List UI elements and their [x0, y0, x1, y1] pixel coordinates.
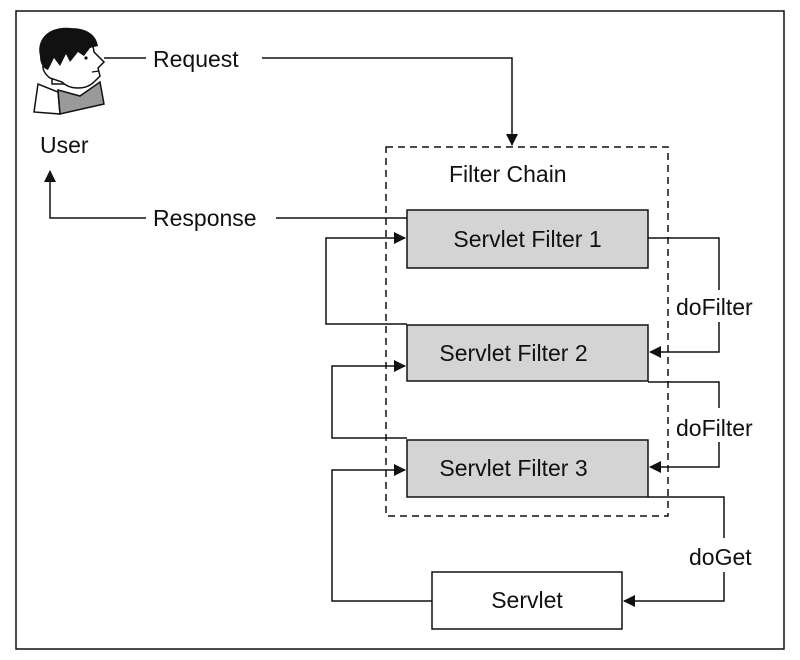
- servlet-filter-1-box: [406, 209, 649, 269]
- doget-arrow: [623, 572, 725, 607]
- dofilter-2-arrow-upper: [648, 381, 720, 408]
- request-arrow: [262, 57, 518, 146]
- dofilter-2-label: doFilter: [676, 415, 753, 441]
- request-label: Request: [153, 46, 239, 72]
- user-label: User: [40, 132, 89, 158]
- servlet-label: Servlet: [491, 587, 563, 613]
- dofilter-2-arrow: [649, 442, 720, 473]
- outer-frame: [15, 10, 785, 650]
- servlet-filter-3-label: Servlet Filter 3: [439, 455, 588, 481]
- servlet-filter-3-box: [406, 439, 649, 498]
- doget-label: doGet: [689, 544, 752, 570]
- response-label: Response: [153, 205, 257, 231]
- dofilter-1-label: doFilter: [676, 294, 753, 320]
- filter-chain-title: Filter Chain: [449, 161, 567, 187]
- return-arrow-servlet-to-filter3: [331, 464, 432, 602]
- servlet-filter-2-box: [406, 324, 649, 382]
- servlet-filter-2-label: Servlet Filter 2: [439, 339, 588, 366]
- user-head-icon: [33, 27, 106, 115]
- return-arrow-filter2-to-filter1: [325, 232, 407, 325]
- dofilter-1-arrow: [649, 322, 720, 358]
- dofilter-1-arrow-upper: [648, 237, 720, 290]
- servlet-box: [431, 571, 623, 630]
- doget-arrow-upper: [648, 496, 725, 538]
- response-arrow: [44, 170, 146, 219]
- servlet-filter-1-label: Servlet Filter 1: [453, 225, 602, 252]
- return-arrow-filter3-to-filter2: [331, 360, 407, 439]
- filter-chain-container: [385, 146, 669, 517]
